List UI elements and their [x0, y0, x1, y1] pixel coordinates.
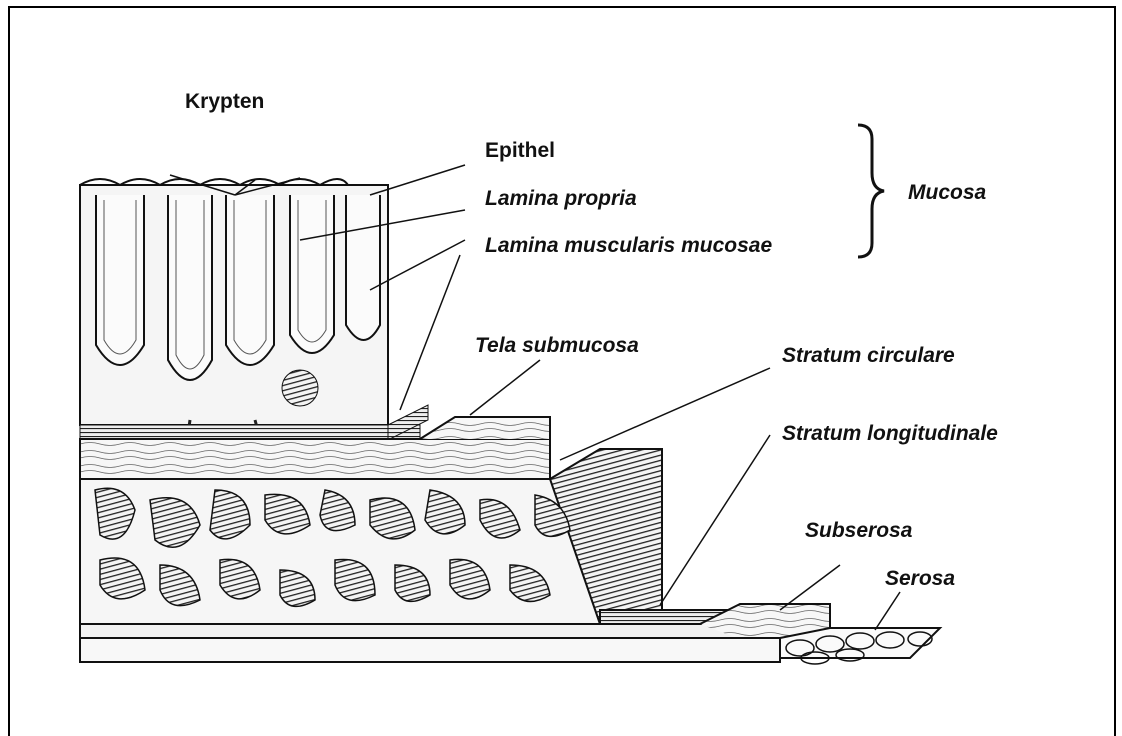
- lamina-muscularis-band: [80, 425, 420, 439]
- crypt: [96, 195, 144, 365]
- label-stratum-circulare: Stratum circulare: [782, 344, 955, 367]
- label-stratum-longitudinale: Stratum longitudinale: [782, 422, 998, 445]
- label-subserosa: Subserosa: [805, 519, 913, 542]
- label-mucosa: Mucosa: [908, 181, 987, 204]
- label-tela-submucosa: Tela submucosa: [475, 334, 639, 357]
- label-lamina-muscularis: Lamina muscularis mucosae: [485, 234, 772, 257]
- crypt: [290, 195, 334, 353]
- label-lamina-propria: Lamina propria: [485, 187, 637, 210]
- mucosa-brace: [858, 125, 884, 257]
- crypt: [226, 195, 274, 365]
- label-epithel: Epithel: [485, 139, 555, 162]
- label-krypten: Krypten: [185, 90, 264, 113]
- crypt: [346, 195, 380, 340]
- label-serosa: Serosa: [885, 567, 955, 590]
- crypt: [168, 195, 212, 380]
